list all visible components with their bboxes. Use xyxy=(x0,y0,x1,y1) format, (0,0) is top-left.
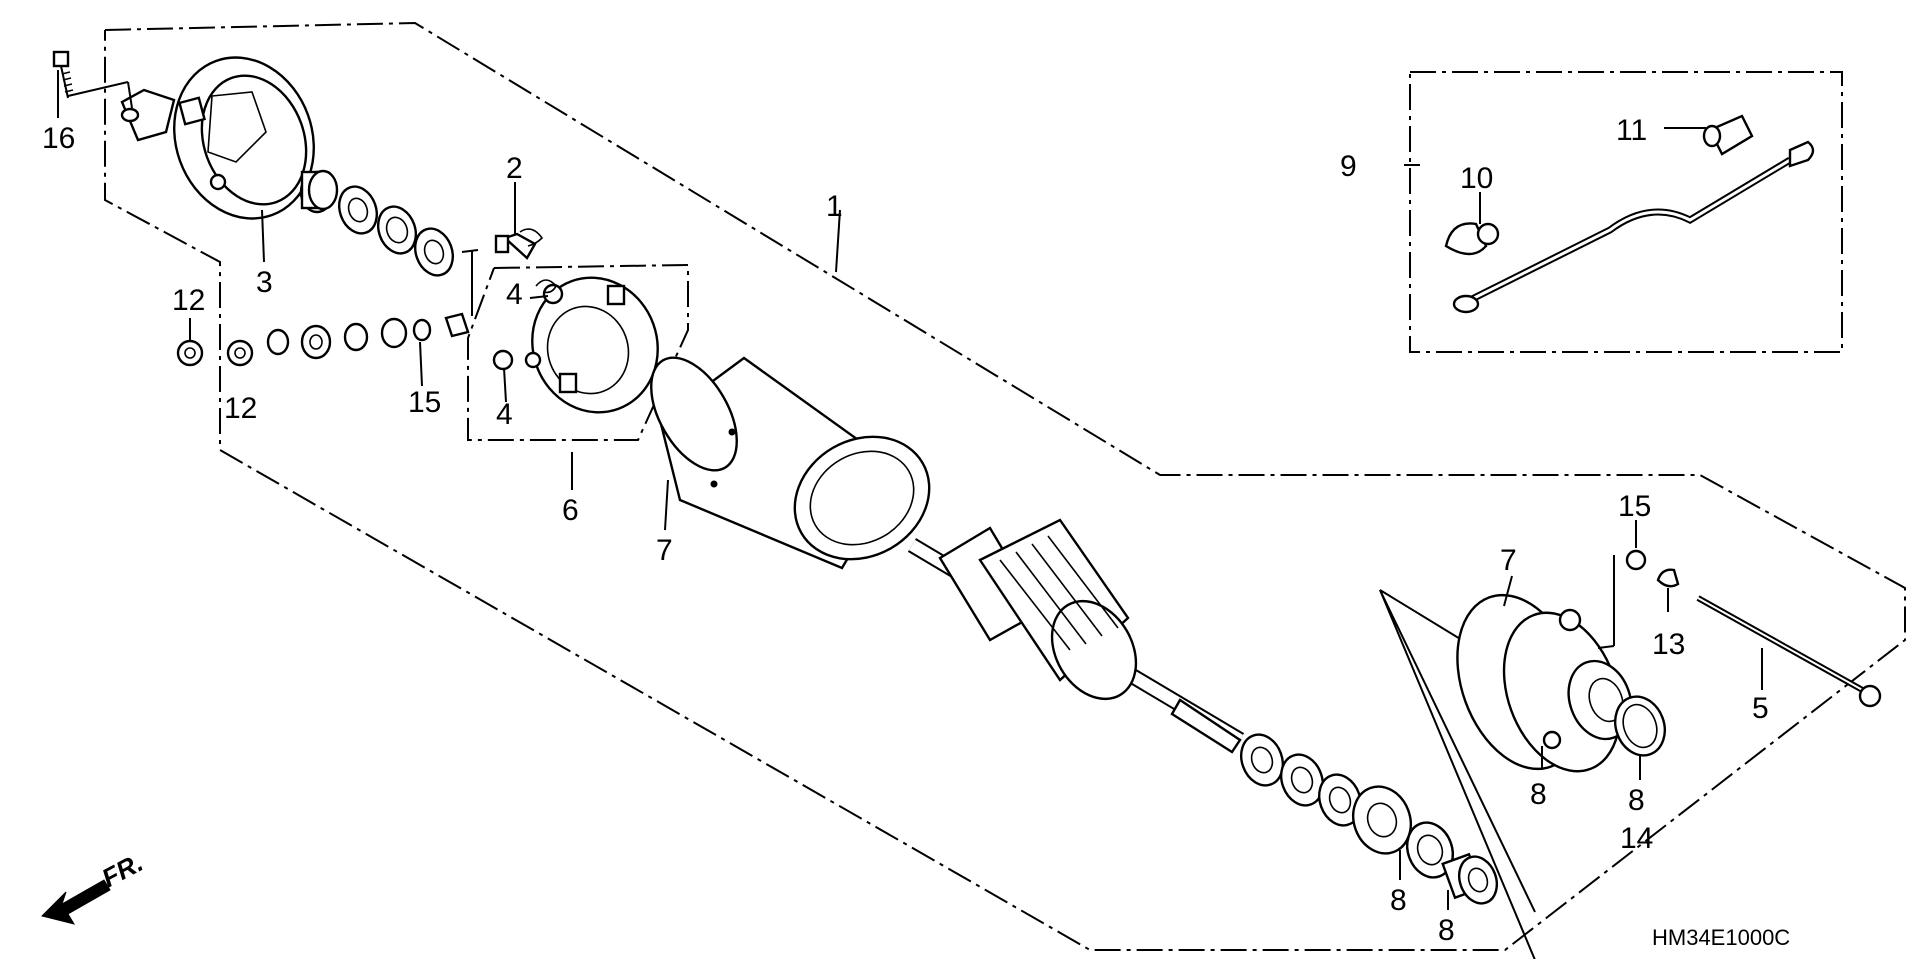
starter-cable xyxy=(1452,140,1815,314)
washer-a xyxy=(337,185,379,235)
callout-11: 11 xyxy=(1616,114,1647,147)
callout-9: 9 xyxy=(1340,150,1357,183)
washer-e xyxy=(1280,753,1324,807)
washer-b xyxy=(376,205,418,255)
callout-7-left: 7 xyxy=(656,534,673,567)
tab-13 xyxy=(1656,568,1680,588)
callout-8-ring: 8 xyxy=(1628,784,1645,817)
motor-case-7 xyxy=(650,356,931,570)
front-cover-3 xyxy=(120,56,315,220)
through-bolt-5 xyxy=(1696,595,1882,708)
o-ring-14 xyxy=(1614,695,1666,757)
callout-8-bearing-b: 8 xyxy=(1438,914,1455,947)
callout-16: 16 xyxy=(42,122,75,155)
callout-12-upper: 12 xyxy=(172,284,205,317)
lock-washer xyxy=(1352,785,1412,855)
assembly-outline xyxy=(104,21,1906,951)
washer-c xyxy=(413,227,455,277)
bushing xyxy=(299,169,339,214)
bearing-8b xyxy=(1441,852,1499,905)
callout-15-left: 15 xyxy=(408,386,441,419)
rear-cover xyxy=(1456,593,1633,773)
brush-holder-plate-6 xyxy=(492,276,659,414)
callout-13: 13 xyxy=(1652,628,1685,661)
terminal-cap-10 xyxy=(1444,222,1500,256)
group-outline-9 xyxy=(1409,71,1843,353)
callout-4-lower: 4 xyxy=(496,398,513,431)
group-outline-6 xyxy=(467,263,689,441)
callout-4-upper: 4 xyxy=(506,278,523,311)
callout-7-right: 7 xyxy=(1500,544,1517,577)
leader-lines xyxy=(57,70,1763,910)
drawing-code: HM34E1000C xyxy=(1652,925,1790,950)
bolt-16 xyxy=(52,50,74,99)
callout-8-cover: 8 xyxy=(1530,778,1547,811)
callout-10: 10 xyxy=(1460,162,1493,195)
terminal-bolt-row xyxy=(176,312,470,367)
front-direction-arrow xyxy=(41,879,111,925)
callout-3: 3 xyxy=(256,266,273,299)
callout-6: 6 xyxy=(562,494,579,527)
armature xyxy=(907,518,1245,754)
callout-12-lower: 12 xyxy=(224,392,257,425)
callout-5: 5 xyxy=(1752,692,1769,725)
callout-1: 1 xyxy=(826,190,843,223)
callout-15-right: 15 xyxy=(1618,490,1651,523)
washer-f xyxy=(1318,773,1362,827)
brush-terminal-2 xyxy=(494,228,544,260)
cap-11 xyxy=(1702,114,1754,156)
callout-14: 14 xyxy=(1620,822,1653,855)
callout-8-bearing-a: 8 xyxy=(1390,884,1407,917)
nut-15b xyxy=(1625,549,1647,571)
washer-d xyxy=(1240,733,1284,787)
callout-2: 2 xyxy=(506,152,523,185)
